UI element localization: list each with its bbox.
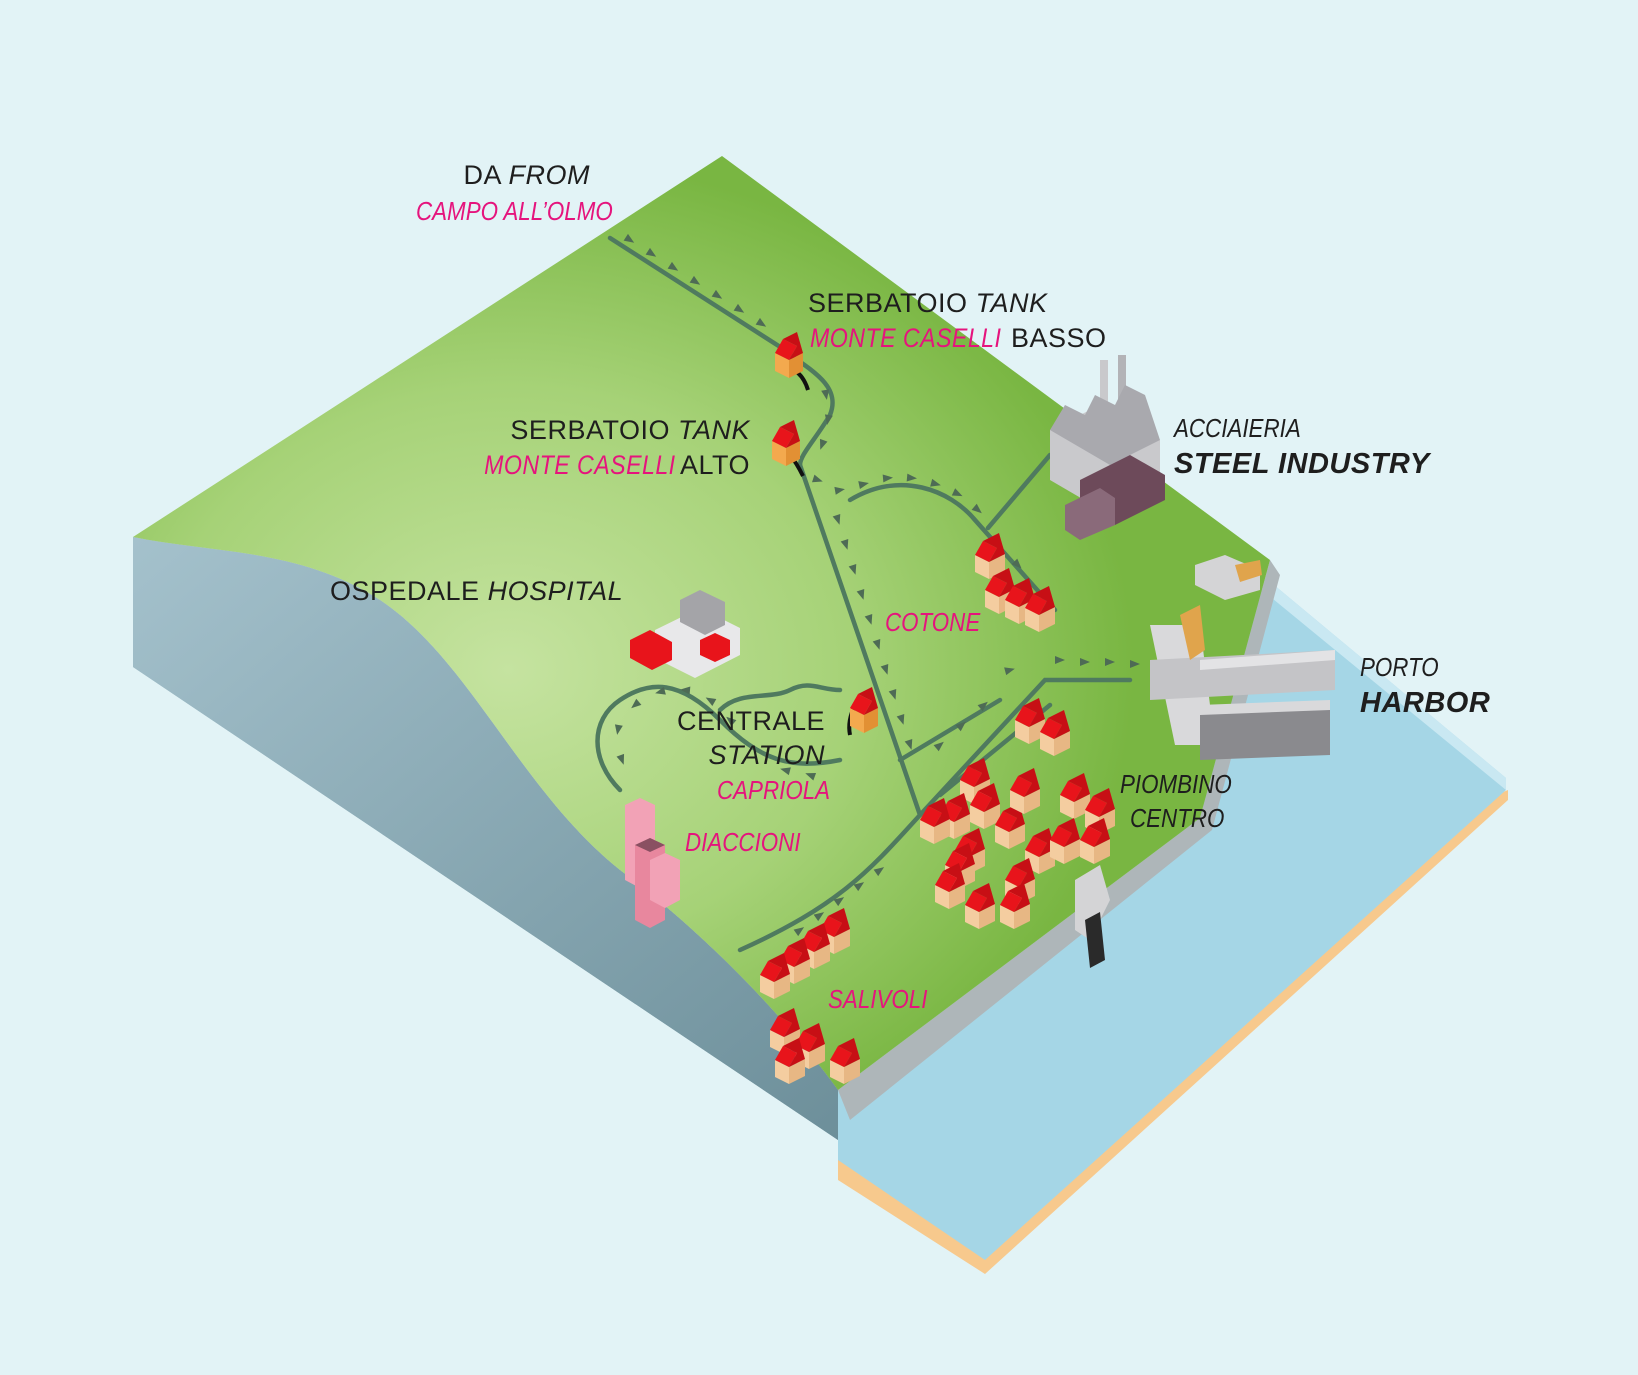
tank-high-place: MONTE CASELLI	[484, 450, 676, 480]
tank-low-location: MONTE CASELLI BASSO	[810, 323, 1107, 354]
hospital-prefix: OSPEDALE	[330, 576, 480, 606]
tank-low-prefix: SERBATOIO	[808, 288, 968, 318]
cotone-label: COTONE	[885, 607, 981, 637]
station-prefix: CENTRALE	[676, 706, 825, 736]
harbor-prefix: PORTO	[1360, 652, 1439, 682]
piombino-line2: CENTRO	[1130, 803, 1225, 833]
steel-prefix: ACCIAIERIA	[1174, 413, 1301, 443]
tank-high-word: TANK	[677, 415, 750, 445]
steel-word: STEEL INDUSTRY	[1174, 448, 1430, 480]
hospital-label: OSPEDALE HOSPITAL	[330, 576, 623, 607]
pipeline-network	[595, 235, 1133, 953]
tank-low-word: TANK	[975, 288, 1048, 318]
station-place: CAPRIOLA	[717, 775, 831, 805]
steel-plant-icon	[1050, 355, 1165, 540]
tank-high-location: MONTE CASELLI ALTO	[470, 450, 750, 481]
diaccioni-label: DIACCIONI	[685, 827, 801, 857]
hospital-word: HOSPITAL	[487, 576, 624, 606]
tank-high-prefix: SERBATOIO	[510, 415, 670, 445]
tank-high-suffix: ALTO	[679, 450, 750, 480]
from-label: DA FROM	[430, 160, 590, 191]
tank-low-place: MONTE CASELLI	[810, 323, 1002, 353]
piombino-line1: PIOMBINO	[1120, 769, 1232, 799]
from-prefix: DA	[463, 160, 501, 190]
tank-low-label: SERBATOIO TANK	[808, 288, 1048, 319]
tank-high-label: SERBATOIO TANK	[470, 415, 750, 446]
from-place: CAMPO ALL’OLMO	[416, 196, 613, 226]
tank-low-suffix: BASSO	[1011, 323, 1107, 353]
hospital-building-icon	[630, 590, 740, 678]
salivoli-label: SALIVOLI	[828, 984, 928, 1014]
harbor-pier-icon	[1075, 555, 1335, 968]
harbor-word: HARBOR	[1360, 687, 1491, 719]
from-word: FROM	[508, 160, 590, 190]
tower-block-icon	[625, 798, 680, 928]
station-word: STATION	[708, 740, 825, 770]
